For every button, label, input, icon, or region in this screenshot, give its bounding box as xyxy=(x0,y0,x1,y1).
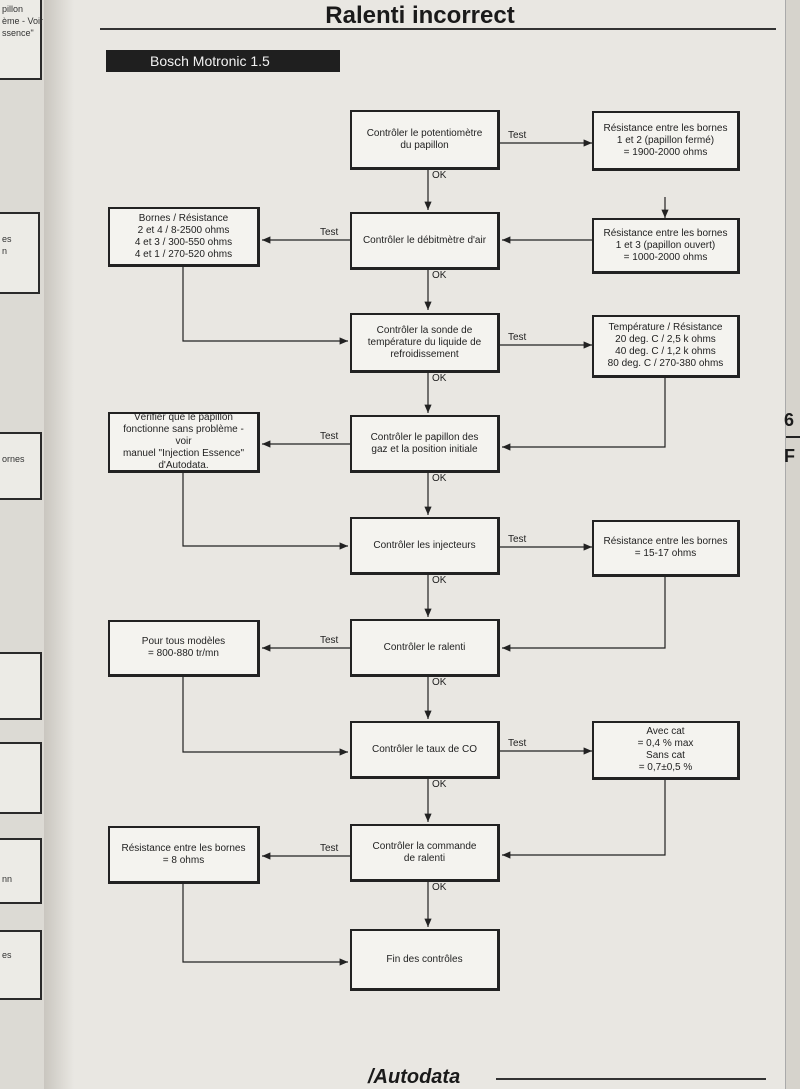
test-label: Test xyxy=(320,431,339,442)
step-injectors: Contrôler les injecteurs xyxy=(350,517,500,575)
result-injectors: Résistance entre les bornes = 15-17 ohms xyxy=(592,520,740,577)
result-idle-speed: Pour tous modèles = 800-880 tr/mn xyxy=(108,620,260,677)
left-page-box xyxy=(0,742,42,814)
left-page-text: n xyxy=(2,246,8,256)
left-page-text: es xyxy=(2,950,12,960)
result-temperature-table: Température / Résistance 20 deg. C / 2,5… xyxy=(592,315,740,378)
step-idle-speed: Contrôler le ralenti xyxy=(350,619,500,677)
step-idle-control: Contrôler la commande de ralenti xyxy=(350,824,500,882)
system-subtitle: Bosch Motronic 1.5 xyxy=(106,50,340,72)
left-page-box xyxy=(0,838,42,904)
ok-label: OK xyxy=(432,575,447,586)
step-air-flow-meter: Contrôler le débitmètre d'air xyxy=(350,212,500,270)
test-label: Test xyxy=(508,738,527,749)
result-potentiometer-closed: Résistance entre les bornes 1 et 2 (papi… xyxy=(592,111,740,171)
left-page-text: es xyxy=(2,234,12,244)
ok-label: OK xyxy=(432,677,447,688)
test-label: Test xyxy=(320,843,339,854)
step-throttle-potentiometer: Contrôler le potentiomètre du papillon xyxy=(350,110,500,170)
left-page-box xyxy=(0,212,40,294)
result-potentiometer-open: Résistance entre les bornes 1 et 3 (papi… xyxy=(592,218,740,274)
step-throttle-position: Contrôler le papillon des gaz et la posi… xyxy=(350,415,500,473)
test-label: Test xyxy=(508,130,527,141)
page-title: Ralenti incorrect xyxy=(325,2,515,29)
step-co-level: Contrôler le taux de CO xyxy=(350,721,500,779)
result-throttle-check: Vérifier que le papillon fonctionne sans… xyxy=(108,412,260,473)
step-coolant-temp-sensor: Contrôler la sonde de température du liq… xyxy=(350,313,500,373)
left-page-text: ssence" xyxy=(2,28,34,38)
publisher-logo: /Autodata xyxy=(368,1066,461,1088)
section-tab-divider xyxy=(786,436,800,438)
left-page-text: nn xyxy=(2,874,13,884)
left-page-box xyxy=(0,652,42,720)
left-page-edge: pillon ème - Voir ssence" es n ornes nn … xyxy=(0,0,45,1089)
ok-label: OK xyxy=(432,473,447,484)
test-label: Test xyxy=(320,227,339,238)
result-idle-control: Résistance entre les bornes = 8 ohms xyxy=(108,826,260,884)
footer-rule xyxy=(496,1078,766,1080)
result-co-level: Avec cat = 0,4 % max Sans cat = 0,7±0,5 … xyxy=(592,721,740,780)
left-page-box xyxy=(0,930,42,1000)
book-gutter xyxy=(44,0,74,1089)
ok-label: OK xyxy=(432,373,447,384)
left-page-box xyxy=(0,432,42,500)
left-page-text: ornes xyxy=(2,454,25,464)
result-air-flow-meter: Bornes / Résistance 2 et 4 / 8-2500 ohms… xyxy=(108,207,260,267)
left-page-text: pillon xyxy=(2,4,24,14)
ok-label: OK xyxy=(432,779,447,790)
section-tab-letter: F xyxy=(784,446,795,466)
ok-label: OK xyxy=(432,882,447,893)
section-tab-number: 6 xyxy=(784,410,795,430)
left-page-box xyxy=(0,0,42,80)
title-rule xyxy=(100,28,776,30)
test-label: Test xyxy=(508,332,527,343)
test-label: Test xyxy=(320,635,339,646)
test-label: Test xyxy=(508,534,527,545)
ok-label: OK xyxy=(432,170,447,181)
step-end-of-checks: Fin des contrôles xyxy=(350,929,500,991)
left-page-text: ème - Voir xyxy=(2,16,44,26)
right-page-edge xyxy=(785,0,800,1089)
ok-label: OK xyxy=(432,270,447,281)
